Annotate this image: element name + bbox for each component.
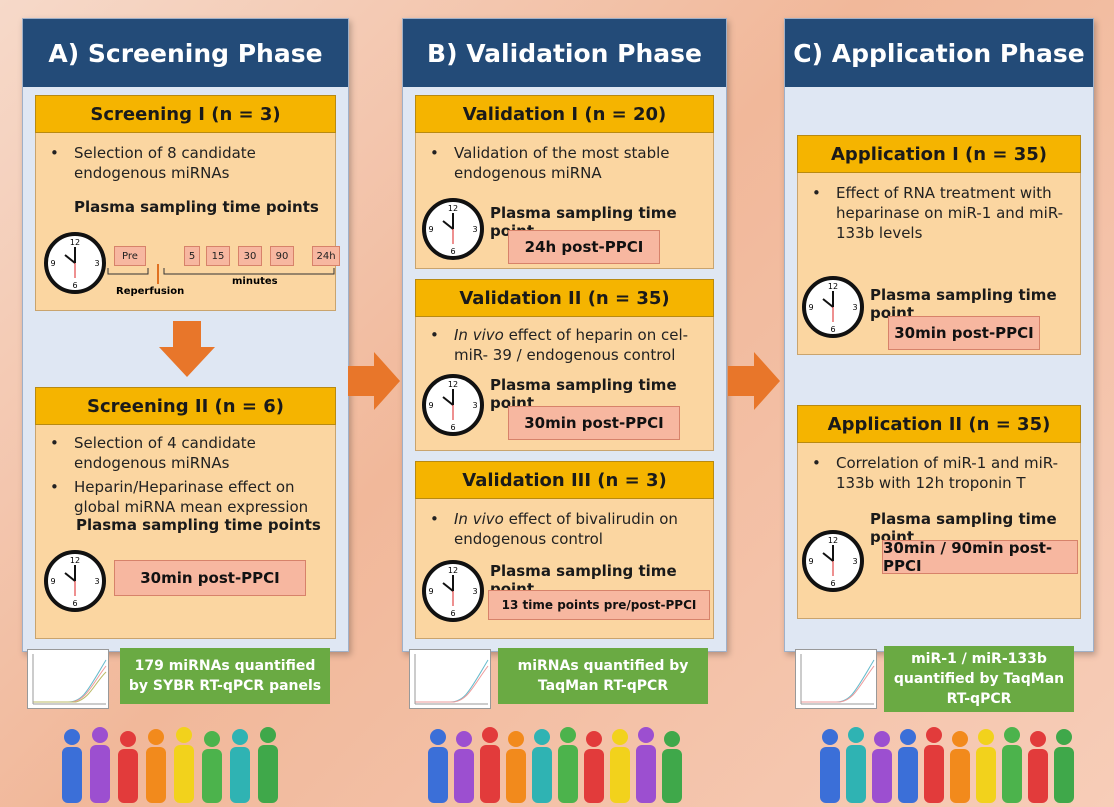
screening-ii-bullet-1: Selection of 4 candidate endogenous miRN… [36, 433, 335, 473]
validation-iii-box: Validation III (n = 3) In vivo effect of… [415, 461, 714, 639]
application-ii-bullet: Correlation of miR-1 and miR-133b with 1… [798, 453, 1080, 493]
amplification-plot-thumbnail [27, 649, 109, 709]
application-participants-icon [820, 727, 1074, 803]
svg-text:6: 6 [450, 609, 455, 618]
validation-iii-bullet-italic: In vivo [454, 510, 504, 528]
svg-text:3: 3 [472, 587, 477, 596]
svg-text:6: 6 [450, 247, 455, 256]
validation-ii-bullet-text: effect of heparin on cel-miR- 39 / endog… [454, 326, 689, 364]
clock-icon: 12 3 6 9 [422, 198, 484, 260]
clock-icon: 12 3 6 9 [44, 232, 106, 294]
svg-text:9: 9 [50, 577, 55, 586]
svg-text:9: 9 [50, 259, 55, 268]
timeline-point-30: 30 [238, 246, 262, 266]
timeline-point-90: 90 [270, 246, 294, 266]
validation-i-bullet: Validation of the most stable endogenous… [416, 143, 713, 183]
clock-icon: 12 3 6 9 [422, 374, 484, 436]
screening-i-sampling-label: Plasma sampling time points [74, 198, 319, 216]
timeline-minutes-label: minutes [232, 276, 278, 287]
screening-phase-panel: A) Screening Phase Screening I (n = 3) S… [22, 18, 349, 709]
svg-text:6: 6 [72, 281, 77, 290]
application-i-bullet: Effect of RNA treatment with heparinase … [798, 183, 1080, 243]
svg-text:3: 3 [852, 557, 857, 566]
screening-ii-sampling-label: Plasma sampling time points [76, 516, 321, 534]
svg-text:12: 12 [448, 380, 458, 389]
validation-iii-time-point: 13 time points pre/post-PPCI [488, 590, 710, 620]
validation-ii-title: Validation II (n = 35) [415, 279, 714, 317]
svg-text:12: 12 [448, 566, 458, 575]
screening-ii-box: Screening II (n = 6) Selection of 4 cand… [35, 387, 336, 639]
screening-ii-time-point: 30min post-PPCI [114, 560, 306, 596]
application-i-box: Application I (n = 35) Effect of RNA tre… [797, 135, 1081, 355]
screening-i-title: Screening I (n = 3) [35, 95, 336, 133]
validation-ii-time-point: 30min post-PPCI [508, 406, 680, 440]
svg-text:3: 3 [852, 303, 857, 312]
amplification-plot-thumbnail [409, 649, 491, 709]
svg-text:9: 9 [428, 587, 433, 596]
application-ii-time-point: 30min / 90min post-PPCI [882, 539, 1078, 575]
validation-iii-bullet: In vivo effect of bivalirudin on endogen… [416, 509, 713, 549]
svg-text:9: 9 [428, 225, 433, 234]
svg-text:12: 12 [448, 204, 458, 213]
timeline-point-24h: 24h [312, 246, 340, 266]
validation-iii-title: Validation III (n = 3) [415, 461, 714, 499]
svg-text:3: 3 [472, 401, 477, 410]
clock-icon: 12 3 6 9 [802, 276, 864, 338]
svg-text:12: 12 [828, 282, 838, 291]
validation-ii-bullet: In vivo effect of heparin on cel-miR- 39… [416, 325, 713, 365]
right-arrow-icon [348, 352, 400, 410]
application-phase-header: C) Application Phase [785, 19, 1093, 87]
svg-text:6: 6 [830, 325, 835, 334]
svg-text:12: 12 [70, 556, 80, 565]
validation-phase-panel: B) Validation Phase Validation I (n = 20… [402, 18, 727, 709]
svg-text:9: 9 [428, 401, 433, 410]
application-phase-panel: C) Application Phase Application I (n = … [784, 18, 1094, 709]
svg-text:3: 3 [94, 577, 99, 586]
svg-text:6: 6 [72, 599, 77, 608]
screening-ii-bullet-2: Heparin/Heparinase effect on global miRN… [36, 477, 335, 517]
svg-text:9: 9 [808, 303, 813, 312]
svg-text:6: 6 [450, 423, 455, 432]
clock-icon: 12 3 6 9 [44, 550, 106, 612]
validation-ii-box: Validation II (n = 35) In vivo effect of… [415, 279, 714, 451]
application-i-title: Application I (n = 35) [797, 135, 1081, 173]
screening-i-box: Screening I (n = 3) Selection of 8 candi… [35, 95, 340, 311]
screening-participants-icon [62, 727, 278, 803]
application-ii-title: Application II (n = 35) [797, 405, 1081, 443]
screening-ii-title: Screening II (n = 6) [35, 387, 336, 425]
timeline-reperfusion-label: Reperfusion [116, 286, 185, 297]
svg-text:3: 3 [94, 259, 99, 268]
svg-text:9: 9 [808, 557, 813, 566]
svg-text:12: 12 [70, 238, 80, 247]
clock-icon: 12 3 6 9 [422, 560, 484, 622]
amplification-plot-thumbnail [795, 649, 877, 709]
application-quantification: miR-1 / miR-133b quantified by TaqMan RT… [884, 646, 1074, 712]
svg-text:6: 6 [830, 579, 835, 588]
validation-i-time-point: 24h post-PPCI [508, 230, 660, 264]
svg-text:12: 12 [828, 536, 838, 545]
validation-phase-header: B) Validation Phase [403, 19, 726, 87]
down-arrow-icon [159, 321, 215, 377]
screening-quantification: 179 miRNAs quantified by SYBR RT-qPCR pa… [120, 648, 330, 704]
timeline-point-5: 5 [184, 246, 200, 266]
validation-quantification: miRNAs quantified by TaqMan RT-qPCR [498, 648, 708, 704]
timeline-pre: Pre [114, 246, 146, 266]
svg-text:3: 3 [472, 225, 477, 234]
right-arrow-icon [728, 352, 780, 410]
application-i-time-point: 30min post-PPCI [888, 316, 1040, 350]
validation-participants-icon [428, 727, 682, 803]
validation-ii-bullet-italic: In vivo [454, 326, 504, 344]
timeline-axis [107, 264, 335, 284]
timeline-point-15: 15 [206, 246, 230, 266]
validation-i-box: Validation I (n = 20) Validation of the … [415, 95, 714, 269]
application-ii-box: Application II (n = 35) Correlation of m… [797, 405, 1081, 619]
validation-i-title: Validation I (n = 20) [415, 95, 714, 133]
screening-phase-header: A) Screening Phase [23, 19, 348, 87]
clock-icon: 12 3 6 9 [802, 530, 864, 592]
screening-i-bullet: Selection of 8 candidate endogenous miRN… [36, 143, 335, 183]
validation-iii-bullet-text: effect of bivalirudin on endogenous cont… [454, 510, 678, 548]
